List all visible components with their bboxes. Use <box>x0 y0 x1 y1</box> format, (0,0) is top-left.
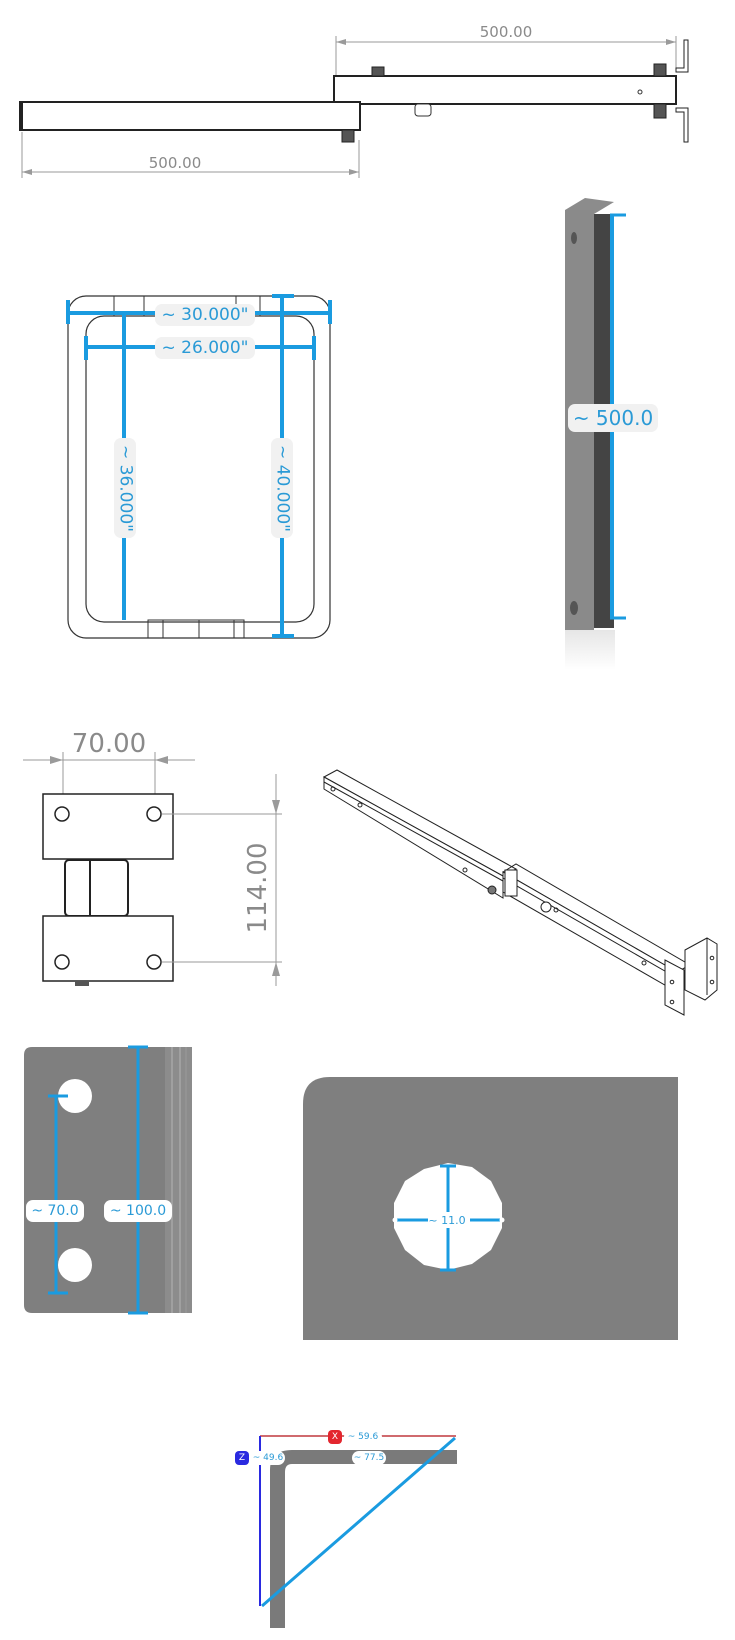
bottom-length-dimension: 500.00 <box>149 154 202 172</box>
bracket-end-view-drawing: 70.00 114.00 <box>10 690 290 990</box>
z-length-label: ~ 49.6 <box>251 1451 285 1465</box>
top-length-dimension: 500.00 <box>480 23 533 41</box>
bracket-plate-render: ~ 70.0 ~ 100.0 <box>0 1030 260 1350</box>
inner-height-label: ~ 36.000" <box>114 438 136 538</box>
bracket-height-dimension: 114.00 <box>243 843 273 934</box>
bracket-plate-svg <box>24 1045 192 1315</box>
isometric-assembly-svg <box>322 769 718 1016</box>
z-axis-badge: Z <box>235 1451 249 1465</box>
x-length-label: ~ 59.6 <box>344 1430 382 1444</box>
hole-detail-render: ~ 11.0 ~ 11.0 <box>290 1060 710 1410</box>
plate-length-label: ~ 100.0 <box>104 1200 172 1222</box>
tube-length-label: ~ 500.0 <box>568 404 658 432</box>
side-view-svg: 500.00 500.00 <box>19 23 689 178</box>
hole-spacing-label: ~ 70.0 <box>26 1200 84 1222</box>
isometric-assembly-drawing <box>300 720 720 1020</box>
inner-width-label: ~ 26.000" <box>155 337 255 359</box>
angle-profile-render: X ~ 59.6 Z ~ 49.6 ~ 77.5 <box>220 1420 500 1640</box>
tube-3d-svg <box>565 198 626 670</box>
outer-height-label: ~ 40.000" <box>271 438 293 538</box>
frame-outline-drawing: ~ 30.000" ~ 26.000" ~ 36.000" ~ 40.000" <box>50 280 350 660</box>
hole-detail-svg <box>303 1077 678 1340</box>
outer-width-label: ~ 30.000" <box>155 304 255 326</box>
hole-spacing-dimension: 70.00 <box>72 729 146 759</box>
diagonal-length-label: ~ 77.5 <box>352 1451 386 1465</box>
tube-3d-render: ~ 500.0 <box>540 190 690 680</box>
bracket-end-view-svg: 70.00 114.00 <box>23 729 282 986</box>
side-view-drawing: 500.00 500.00 <box>0 0 735 190</box>
x-axis-badge: X <box>328 1430 342 1444</box>
hole-diameter-text: ~ 11.0 <box>428 1213 466 1227</box>
